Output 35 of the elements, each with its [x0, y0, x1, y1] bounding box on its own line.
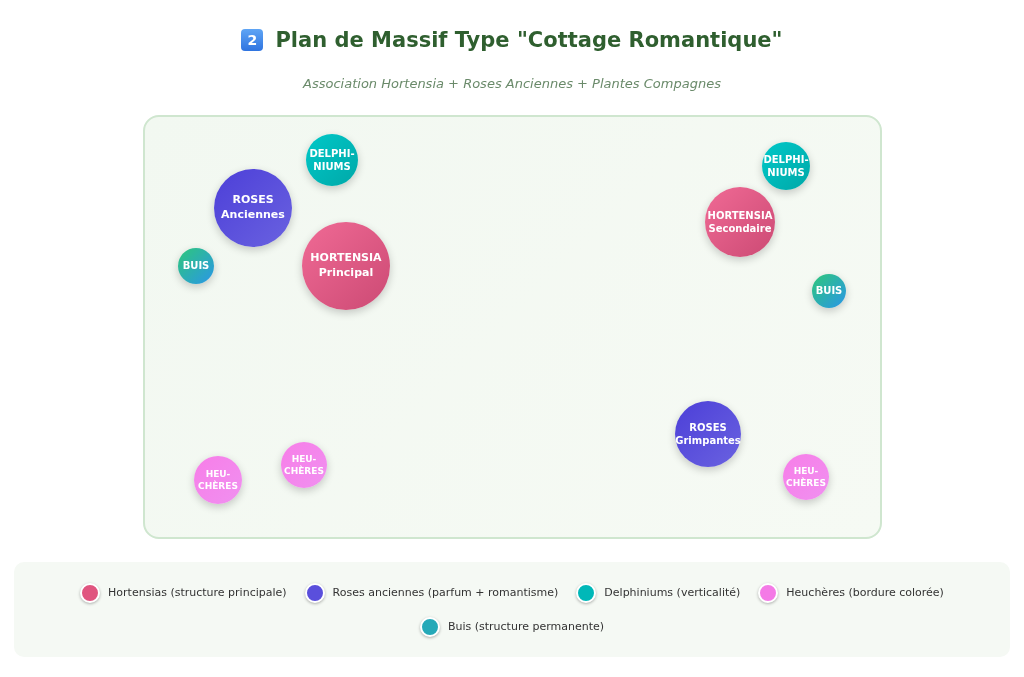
plant-circle [783, 454, 829, 500]
plant-circle [705, 187, 775, 257]
legend-label: Heuchères (bordure colorée) [786, 586, 944, 599]
plant-label: DELPHI- NIUMS [308, 146, 356, 174]
plant-label: BUIS [181, 259, 211, 273]
plant-label: Secondaire [707, 222, 773, 236]
garden-bed [143, 115, 882, 539]
plant-circle [214, 169, 292, 247]
plant-circle [812, 274, 846, 308]
subtitle: Association Hortensia + Roses Anciennes + Plantes Compagnes [301, 76, 722, 91]
plant-label: HEU- CHÈRES [283, 452, 325, 478]
plant-circle [302, 222, 390, 310]
plant-label: Grimpantes [674, 434, 742, 448]
plant-label: ROSES [688, 420, 728, 434]
legend-label: Delphiniums (verticalité) [604, 586, 741, 599]
plant-circle [281, 442, 327, 488]
legend-label: Buis (structure permanente) [447, 620, 605, 633]
plant-circle [306, 134, 358, 186]
plant-label: ROSES [231, 193, 275, 208]
plant-label: HORTENSIA [706, 208, 774, 222]
plant-label: HEU- CHÈRES [785, 464, 827, 490]
number-badge: 2 [241, 29, 264, 51]
plant-label: HEU- CHÈRES [197, 467, 239, 493]
plant-label: Principal [317, 266, 375, 281]
plant-circle [675, 401, 741, 467]
legend-label: Hortensias (structure principale) [108, 586, 287, 599]
plant-label: HORTENSIA [309, 251, 383, 266]
legend-label: Roses anciennes (parfum + romantisme) [332, 586, 559, 599]
plant-label: BUIS [814, 284, 844, 298]
plant-circle [194, 456, 242, 504]
title: Plan de Massif Type "Cottage Romantique" [275, 28, 783, 52]
plant-circle [762, 142, 810, 190]
plant-label: DELPHI- NIUMS [762, 152, 810, 180]
plant-label: Anciennes [220, 208, 286, 223]
plant-circle [178, 248, 214, 284]
